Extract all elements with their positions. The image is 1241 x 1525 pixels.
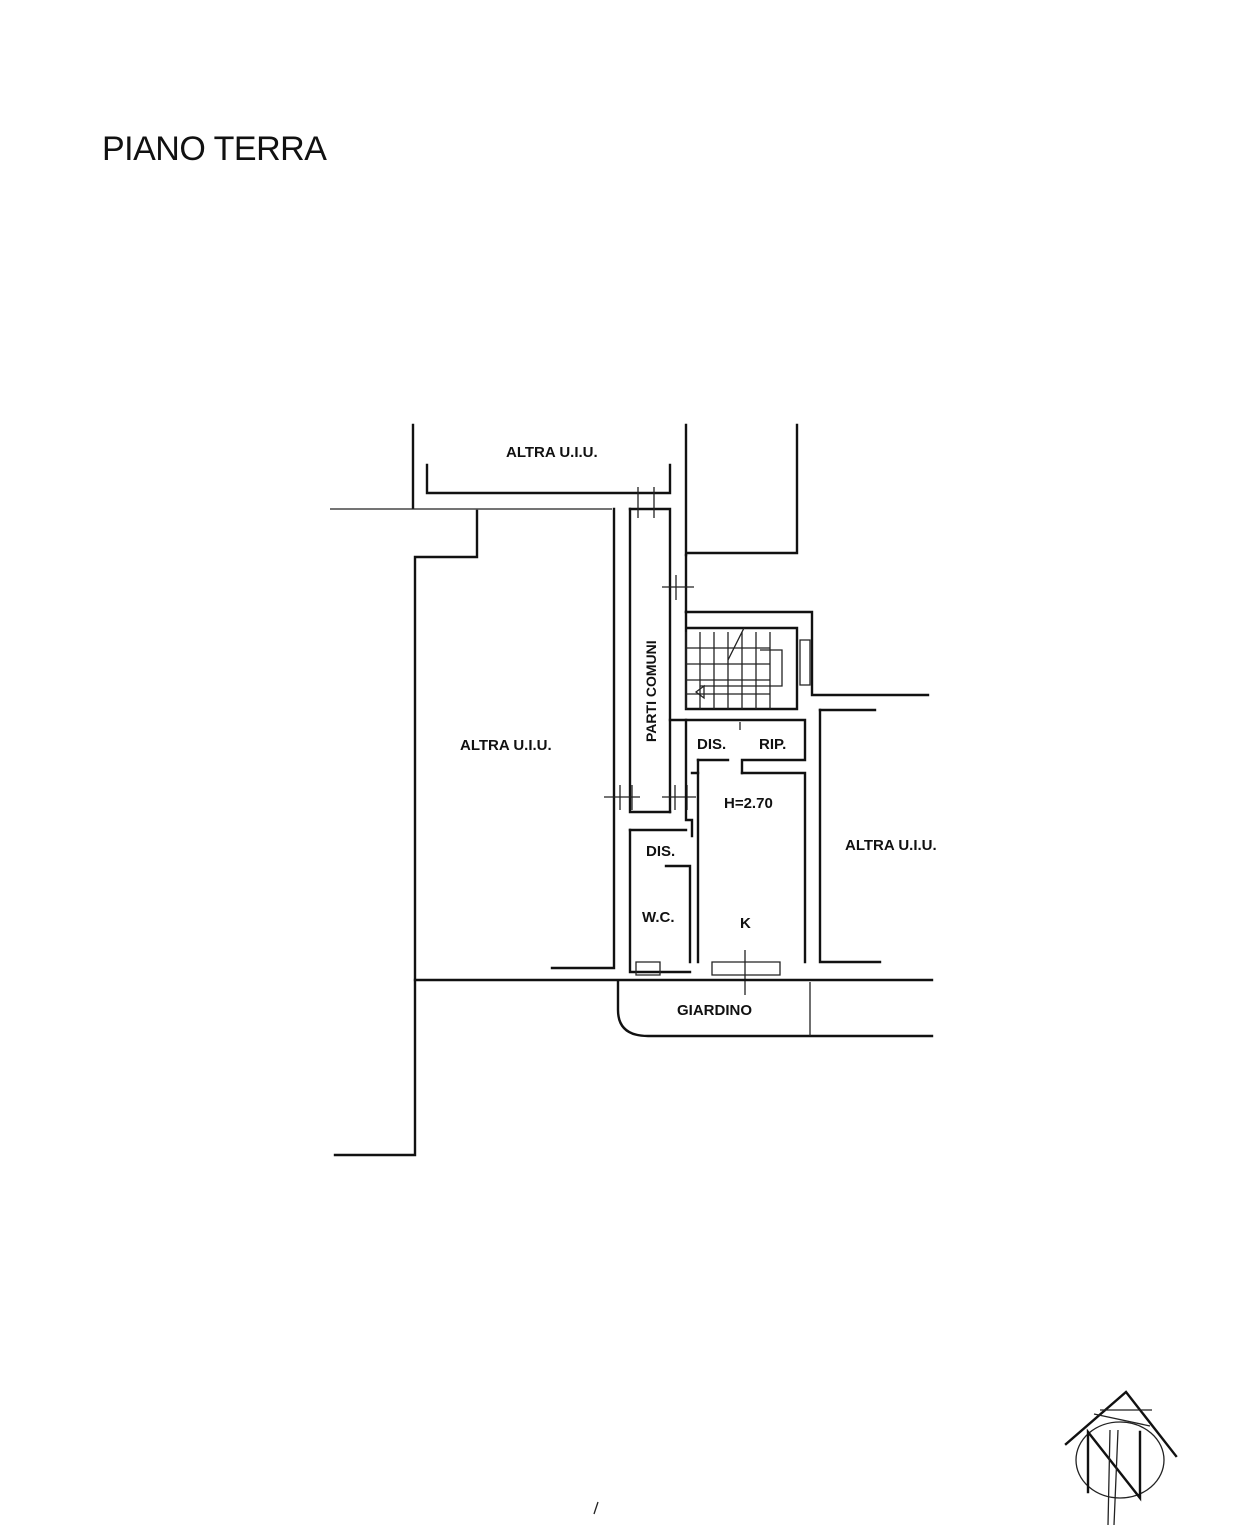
page-title: PIANO TERRA bbox=[102, 130, 327, 168]
wall-parti-comuni bbox=[604, 487, 696, 814]
label-kitchen: K bbox=[740, 915, 751, 932]
label-altra-right: ALTRA U.I.U. bbox=[845, 837, 937, 854]
label-dis-lower: DIS. bbox=[646, 843, 675, 860]
label-height: H=2.70 bbox=[724, 795, 773, 812]
stairs bbox=[684, 610, 930, 711]
label-giardino: GIARDINO bbox=[677, 1002, 752, 1019]
label-altra-left: ALTRA U.I.U. bbox=[460, 737, 552, 754]
label-dis-upper: DIS. bbox=[697, 736, 726, 753]
stray-mark bbox=[593, 1501, 599, 1515]
wall-left-unit bbox=[330, 507, 616, 1157]
label-wc: W.C. bbox=[642, 909, 675, 926]
wall-garden bbox=[413, 978, 934, 1038]
wall-top-unit bbox=[411, 423, 799, 557]
label-altra-top: ALTRA U.I.U. bbox=[506, 444, 598, 461]
wall-apartment bbox=[628, 718, 807, 995]
wall-right-unit bbox=[818, 708, 882, 964]
label-rip: RIP. bbox=[759, 736, 786, 753]
label-parti-comuni: PARTI COMUNI bbox=[643, 640, 659, 742]
north-arrow-icon: N bbox=[1064, 1390, 1178, 1525]
